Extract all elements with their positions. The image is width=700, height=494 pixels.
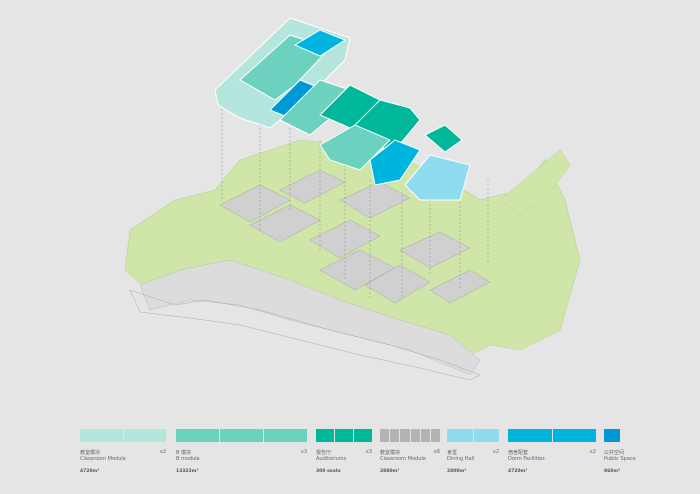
legend-swatch (176, 429, 307, 442)
legend-swatch-segment (473, 429, 499, 442)
legend-swatch-segment (604, 429, 620, 442)
legend-label-en: Dining Hall (447, 456, 475, 462)
legend-swatch-segment (430, 429, 441, 442)
projection-lines (221, 105, 489, 300)
legend-label-cn: 食堂 (447, 450, 458, 456)
legend-label-en: Dorm Facilities (508, 456, 545, 462)
legend-swatch-segment (390, 429, 400, 442)
legend-label-en: Auditoriums (316, 456, 347, 462)
legend-swatch-segment (552, 429, 596, 442)
legend-area: 860m² (604, 469, 621, 474)
legend-swatch-segment (264, 429, 307, 442)
legend-count: x2 (159, 449, 166, 455)
floating-modules (214, 17, 471, 201)
legend-swatch-segment (410, 429, 420, 442)
legend-count: x2 (492, 449, 499, 455)
legend-swatch-segment (80, 429, 123, 442)
legend-area: 4720m² (508, 469, 528, 474)
legend-area: 4720m² (80, 469, 100, 474)
legend-swatch (604, 429, 620, 442)
legend-area: 13323m² (176, 469, 199, 474)
legend-count: x6 (433, 449, 440, 455)
legend-label-en: Public Space (604, 456, 636, 462)
legend-label-cn: B 模块 (176, 450, 192, 456)
legend-swatch-segment (420, 429, 430, 442)
legend-swatch-segment (447, 429, 473, 442)
legend-swatch-segment (354, 429, 372, 442)
legend-label-en: Classroom Module (80, 456, 126, 462)
legend-area: 2800m² (447, 469, 467, 474)
legend-area: 2880m² (380, 469, 400, 474)
axonometric-campus-diagram (124, 17, 581, 381)
legend-swatch (80, 429, 166, 442)
legend-label-cn: 教室模块 (380, 450, 401, 456)
legend-swatch-segment (335, 429, 353, 442)
legend-count: x3 (365, 449, 372, 455)
legend-swatch-segment (176, 429, 219, 442)
legend-swatch (447, 429, 499, 442)
legend-count: x3 (300, 449, 307, 455)
legend-swatch (380, 429, 441, 442)
legend-label-cn: 公共空间 (604, 450, 625, 456)
legend-label-en: B module (176, 456, 200, 462)
legend-swatch (508, 429, 596, 442)
legend-swatch-segment (508, 429, 552, 442)
legend-label-cn: 教室模块 (80, 450, 101, 456)
legend-swatch-segment (316, 429, 334, 442)
legend-swatch-segment (380, 429, 390, 442)
legend-swatch-segment (123, 429, 166, 442)
legend-label-cn: 宿舍配套 (508, 450, 529, 456)
legend-swatch-segment (400, 429, 410, 442)
legend-label-en: Classroom Module (380, 456, 426, 462)
legend-area: 300 seats (316, 469, 341, 474)
legend-swatch (316, 429, 372, 442)
legend-label-cn: 报告厅 (316, 450, 332, 456)
legend-swatch-segment (220, 429, 263, 442)
legend-count: x2 (589, 449, 596, 455)
